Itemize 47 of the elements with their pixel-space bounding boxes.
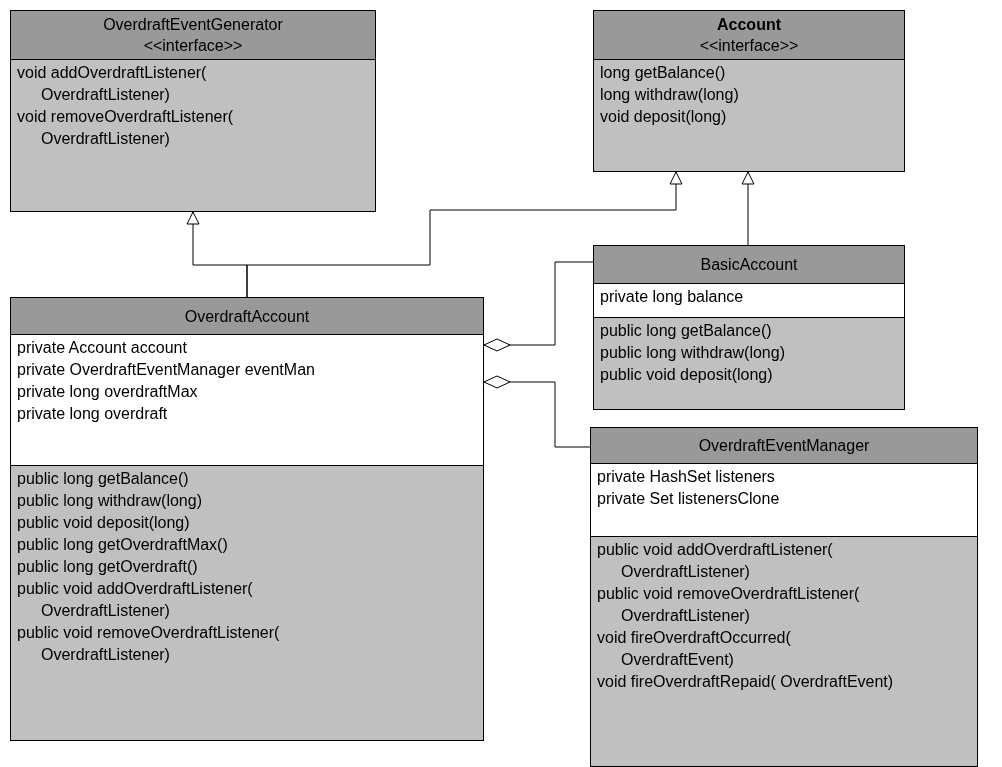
class-name: OverdraftEventGenerator [103,15,283,35]
method-compartment [591,537,977,766]
member-text: public long withdraw(long) [600,343,786,363]
realization-arrow [741,171,755,246]
member-text: private long overdraft [17,404,169,424]
class-box [10,297,484,741]
member-text: void fireOverdraftOccurred( OverdraftEvent) [597,628,792,670]
realization-arrow [246,171,683,298]
member-text: public void removeOverdraftListener( OverdraftListener) [597,584,861,626]
method-compartment [11,60,375,211]
member-text: long withdraw(long) [600,85,740,105]
class-box [593,10,905,172]
member-text: public long withdraw(long) [17,491,203,511]
member-text: long getBalance() [600,63,727,83]
member-text: private OverdraftEventManager eventMan [17,360,316,380]
member-text: public long getOverdraft() [17,557,199,577]
class-name: BasicAccount [700,255,798,275]
member-text: public long getBalance() [17,469,190,489]
stereotype-label: <<interface>> [143,36,243,56]
aggregation-line [483,375,591,448]
class-name: Account [717,15,781,35]
member-text: void removeOverdraftListener( OverdraftListener) [17,107,235,149]
method-compartment [11,466,483,740]
member-text: private Set listenersClone [597,489,781,509]
method-compartment [594,60,904,171]
method-compartment [594,318,904,409]
class-name: OverdraftAccount [184,306,310,327]
class-name: OverdraftEventManager [698,436,870,456]
member-text: public void deposit(long) [600,365,774,385]
member-text: void addOverdraftListener( OverdraftListener) [17,63,208,105]
member-text: public void addOverdraftListener( OverdraftListener) [597,540,834,582]
aggregation-line [483,261,594,352]
class-box [590,427,978,767]
class-box [10,10,376,212]
member-text: public void removeOverdraftListener( OverdraftListener) [17,623,281,665]
member-text: private long overdraftMax [17,382,199,402]
member-text: public void addOverdraftListener( OverdraftListener) [17,579,254,621]
member-text: private HashSet listeners [597,467,776,487]
member-text: public long getOverdraftMax() [17,535,229,555]
stereotype-label: <<interface>> [699,36,799,56]
member-text: void deposit(long) [600,107,728,127]
member-text: void fireOverdraftRepaid( OverdraftEvent) [597,672,895,692]
member-text: private long balance [600,287,745,307]
member-text: private Account account [17,338,188,358]
member-text: public long getBalance() [600,321,773,341]
class-box [593,245,905,410]
member-text: public void deposit(long) [17,513,191,533]
